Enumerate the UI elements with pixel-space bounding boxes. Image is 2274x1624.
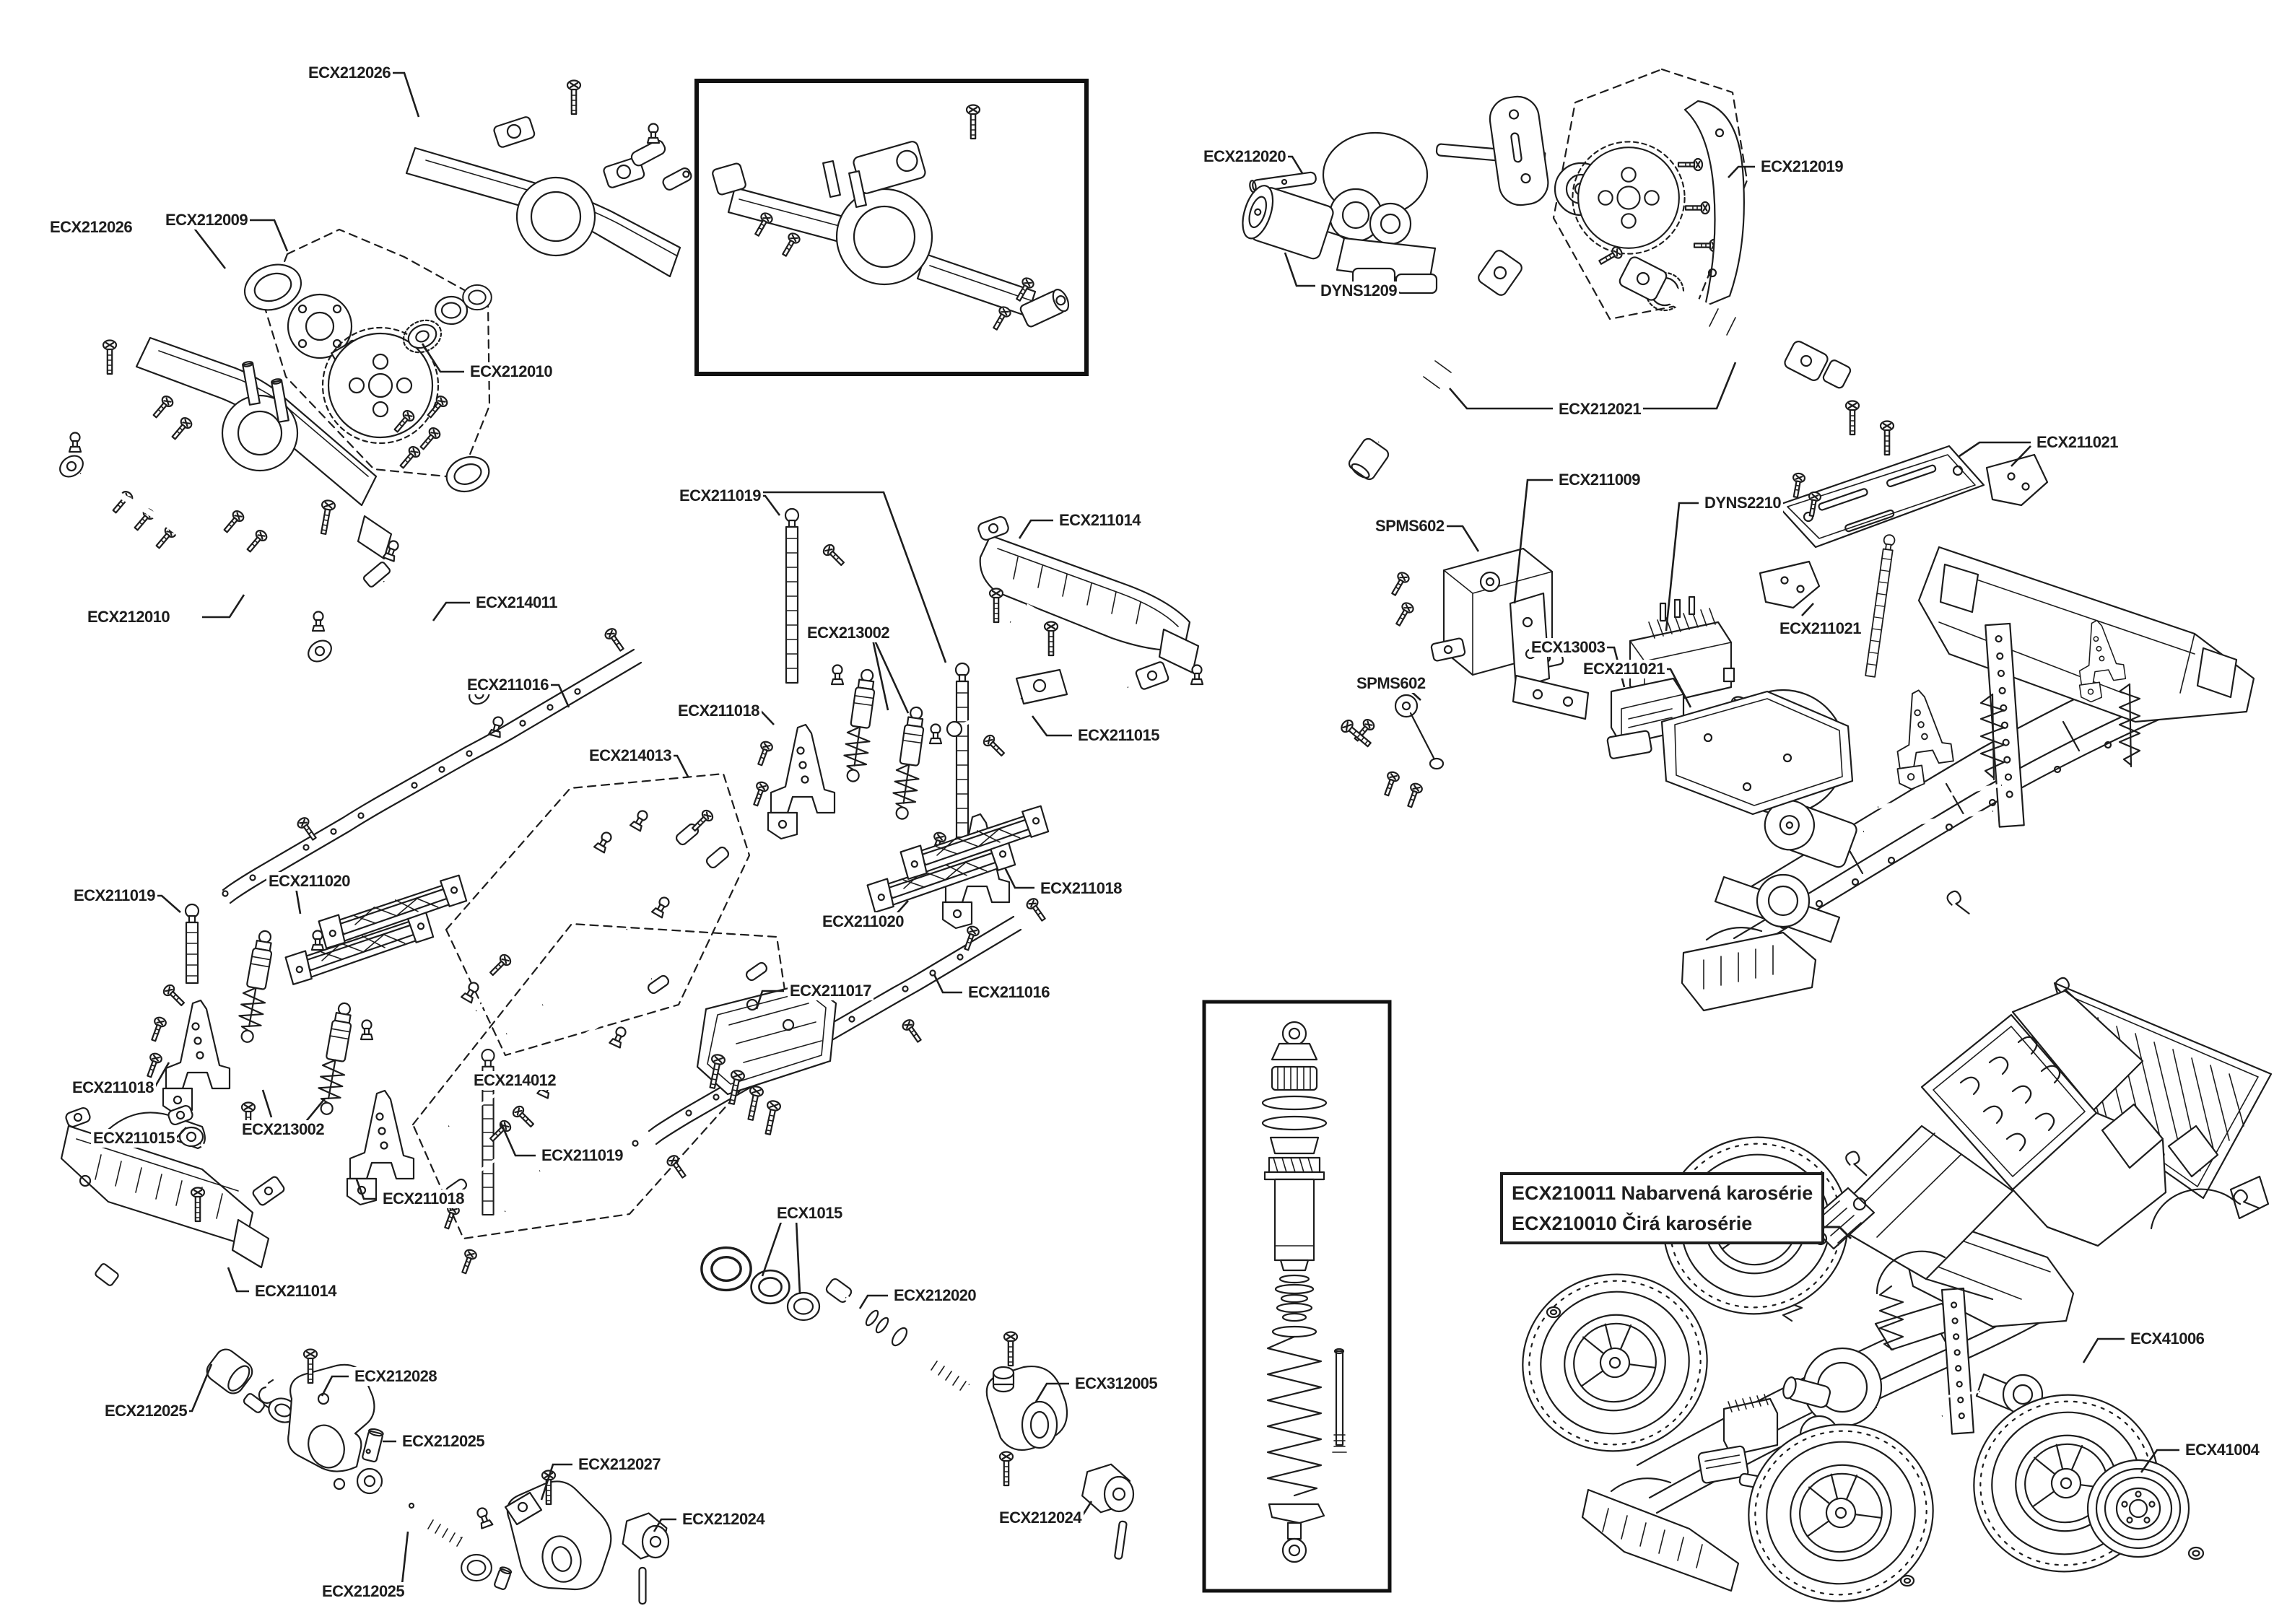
frame-rail-ecx211016-left [222,626,642,904]
part-label: ECX211015 [91,1129,177,1148]
part-label: ECX214011 [474,593,559,612]
wheel-hex-ecx212024-left [622,1512,670,1605]
part-label: ECX211009 [1556,471,1642,489]
part-label: ECX211018 [380,1189,466,1208]
part-label: ECX212028 [352,1367,440,1386]
part-label: ECX212021 [1556,400,1644,419]
part-label: ECX212025 [103,1402,190,1420]
part-label: ECX211016 [966,983,1052,1002]
part-label: ECX212010 [85,608,173,627]
part-label: ECX213002 [240,1120,327,1139]
part-label: ECX214013 [587,746,674,765]
part-label: ECX211021 [1581,660,1667,678]
upper-links-dashed-ecx214013 [445,772,751,1057]
part-label: ECX312005 [1073,1374,1160,1393]
part-label: ECX212025 [320,1582,407,1601]
motor-dyns1209 [1242,185,1349,260]
part-label: ECX211018 [676,702,762,720]
part-label: SPMS602 [1373,517,1447,536]
skid-plate-ecx211021 [1660,690,1854,816]
part-label: ECX211015 [1076,726,1162,745]
body-option-clear: ECX210010 Čirá karosérie [1512,1213,1753,1234]
part-label: ECX211019 [71,886,157,905]
part-label: ECX213002 [805,624,892,642]
chassis-bracket-ecx211021-mid [1759,560,1821,609]
rear-axle-shaft-group [700,1246,971,1391]
diff-group-dashed-ecx212009 [243,228,492,493]
part-label: ECX214012 [471,1071,559,1090]
front-axle-housing-upper [405,79,692,278]
battery-plate-ecx211021 [1776,400,1985,549]
shock-exploded-inset [1202,1000,1392,1593]
part-label: SPMS602 [1354,674,1428,693]
axle-lockout-ecx312005 [985,1331,1068,1487]
part-label: ECX211021 [1777,619,1863,638]
part-label: ECX41004 [2183,1441,2262,1459]
steering-mount-ecx211015-center [946,668,1068,738]
part-label: ECX211020 [820,912,906,931]
part-label: ECX212024 [997,1509,1084,1527]
servo-horn-spms602 [1338,694,1445,810]
front-axle-housing-lower [102,336,393,560]
skid-plate-ecx211017 [696,982,837,1137]
part-label: ECX211019 [677,486,763,505]
part-label: ECX211014 [1057,511,1143,530]
part-label: ECX212024 [680,1510,767,1529]
body-option-painted: ECX210011 Nabarvená karosérie [1512,1182,1813,1204]
part-label: ECX212010 [468,362,555,381]
part-label: ECX212009 [163,211,251,230]
part-label: ECX211016 [465,676,551,694]
transmission-group [1249,95,1549,294]
frame-rail-ecx211016-right [632,896,1050,1181]
part-label: ECX211020 [266,872,352,891]
part-label: ECX211021 [2034,433,2120,452]
part-label: ECX1015 [775,1204,845,1223]
chassis-bracket-ecx211021-right [1985,453,2049,507]
part-label: ECX212026 [306,64,393,82]
part-label: ECX212019 [1759,157,1846,176]
part-label: ECX212020 [892,1286,979,1305]
part-label: ECX212027 [576,1455,663,1474]
spare-wheel-ecx41004 [2086,1459,2205,1560]
part-label: ECX212025 [400,1432,487,1451]
part-label: DYNS2210 [1702,494,1784,512]
truck-body-shell [1806,888,2273,1301]
body-posts-ecx211019 [161,507,1008,1216]
body-options-box: ECX210011 Nabarvená karosérie ECX210010 … [1500,1172,1825,1244]
part-label: ECX41006 [2128,1330,2207,1348]
part-label: ECX211017 [788,982,874,1000]
part-label: ECX212026 [48,218,135,237]
steering-shaft-ecx212025 [356,1467,533,1590]
kingpin-ecx212025 [362,1428,384,1463]
chassis-braces-ecx211020 [282,805,1052,986]
part-label: ECX212020 [1201,147,1289,166]
wheel-hex-ecx212024-center [1081,1463,1135,1560]
part-label: ECX211014 [253,1282,339,1301]
center-driveshafts-ecx212021 [1348,250,1852,481]
front-bumper-ecx211014-center [977,516,1204,690]
steering-knuckle-ecx212027 [474,1470,612,1591]
lower-links-dashed-ecx214012 [411,922,793,1240]
steering-link-ecx214011 [362,538,506,738]
part-label: ECX211018 [70,1078,156,1097]
part-label: ECX13003 [1529,638,1608,657]
part-label: DYNS1209 [1318,281,1400,300]
assembled-axle-inset [694,79,1089,376]
part-label: ECX211018 [1038,879,1124,898]
part-label: ECX211019 [539,1146,625,1165]
steering-drag-link [59,432,332,663]
